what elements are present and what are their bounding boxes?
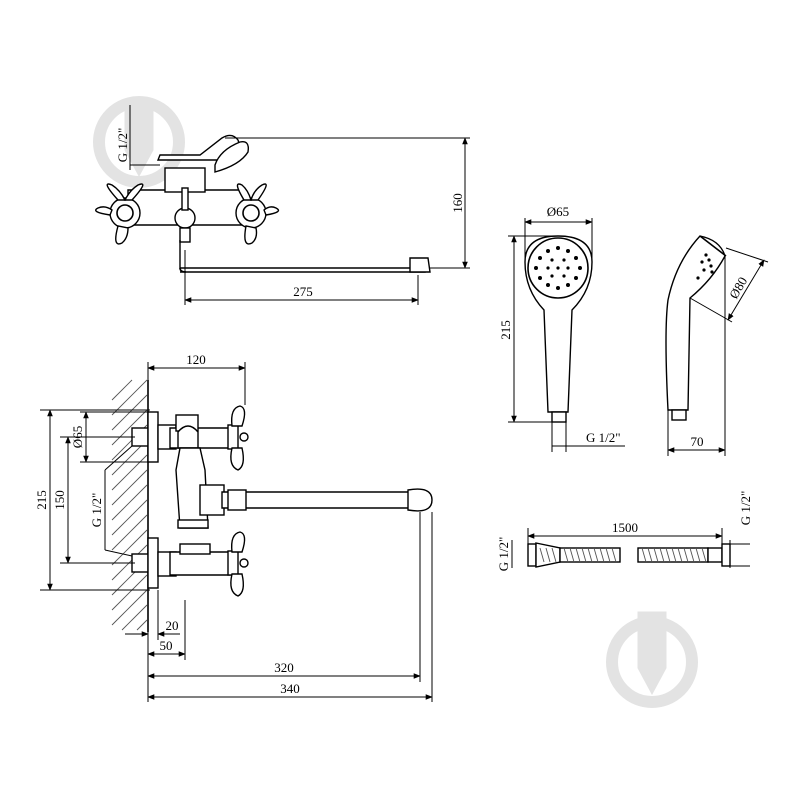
shower-head-side [665,235,727,421]
dim-height-215: 215 [34,409,150,591]
label-thread-left: G 1/2" [89,493,104,528]
watermark-logo-bottom [606,611,698,708]
spray-holes [534,246,582,290]
shower-head-front [524,235,593,423]
dim-hose-thread-left: G 1/2" [496,537,511,572]
dim-height-160: 160 [225,137,470,269]
dim-shower-thread: G 1/2" [551,422,625,452]
mixer-side-view [131,405,433,597]
dim-reach-275: 275 [184,250,419,305]
dim-offset-20: 20 [125,590,180,640]
dim-spacing-150: 150 [52,436,135,564]
label-offset-50: 50 [160,638,173,653]
label-head-65: Ø65 [547,204,569,219]
label-offset-20: 20 [166,618,179,633]
label-shower-215: 215 [498,320,513,340]
shower-hose [511,540,731,568]
label-nut-65: Ø65 [70,426,85,448]
label-height-160: 160 [450,193,465,213]
dim-nut-65: Ø65 [70,411,148,463]
dim-offset-50: 50 [147,600,186,660]
label-shower-thread: G 1/2" [586,430,621,445]
wall-hatch [111,379,149,632]
label-height-215: 215 [34,490,49,510]
dim-thread-side: G 1/2" [115,105,160,170]
label-width-70: 70 [691,434,704,449]
left-handle [95,183,144,245]
label-spacing-150: 150 [52,490,67,510]
side-upper-handle [227,405,249,471]
label-spacing-120: 120 [186,352,206,367]
label-hose-1500: 1500 [612,520,638,535]
dim-reach-320: 320 [147,512,421,702]
label-thread-side: G 1/2" [115,128,130,163]
label-hose-thread-left: G 1/2" [496,537,511,572]
side-lower-handle [227,531,249,597]
label-head-80: Ø80 [726,274,750,301]
dim-hose-1500: 1500 [527,520,723,544]
dim-hose-thread-right: G 1/2" [730,491,753,567]
dim-head-65: Ø65 [524,204,593,262]
label-reach-320: 320 [274,660,294,675]
label-reach-275: 275 [293,284,313,299]
dim-spacing-120: 120 [147,352,246,412]
label-hose-thread-right: G 1/2" [738,491,753,526]
spray-nozzles-side [696,253,714,280]
label-reach-340: 340 [280,681,300,696]
dim-shower-215: 215 [498,235,558,423]
right-handle [235,183,280,245]
dim-width-70: 70 [667,256,726,456]
dim-reach-340: 340 [147,512,433,702]
dim-thread-left: G 1/2" [89,445,133,557]
watermark-logo-top [93,96,185,188]
mixer-front-view [95,134,431,273]
